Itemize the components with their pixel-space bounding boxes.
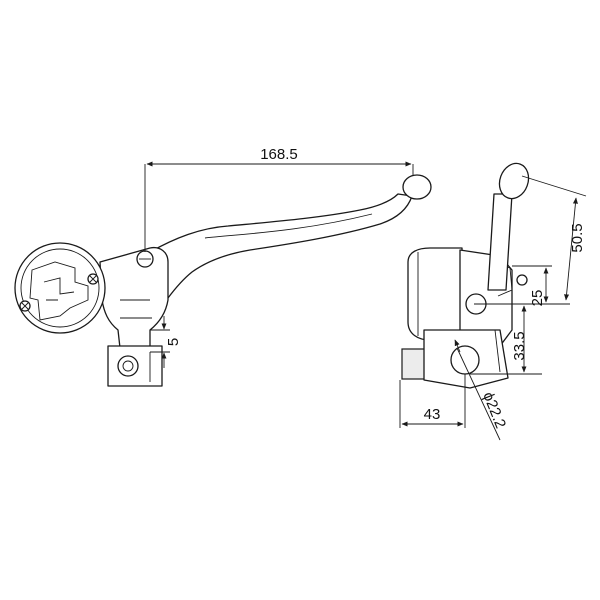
- body-detail-lines: [120, 299, 152, 319]
- clamp-bolt: [117, 355, 139, 377]
- cap-screw-right-cross: [89, 275, 97, 283]
- dim-line-lever-height: [564, 197, 578, 301]
- cap-screw-left-cross: [21, 302, 29, 310]
- clamp-bolt-inner: [122, 360, 134, 372]
- side-screw: [516, 274, 528, 286]
- dim-label-bar-depth: 43: [424, 406, 441, 423]
- dim-label-lever-length: 168.5: [260, 146, 298, 163]
- reservoir-cap-inner: [20, 248, 100, 328]
- dim-label-pivot-upper: 25: [529, 290, 546, 307]
- side-clamp-seam: [494, 329, 501, 373]
- side-reservoir: [407, 247, 463, 341]
- reservoir-logo-detail: [43, 277, 75, 301]
- dim-extension-50-top: [521, 175, 587, 197]
- lever-blade: [149, 193, 413, 301]
- handlebar-section: [450, 345, 480, 375]
- dim-label-lever-height: 50.5: [569, 223, 586, 252]
- dim-leader-arrow: [454, 339, 461, 353]
- side-clamp-left: [401, 348, 427, 380]
- dim-leader-bar-diameter: [456, 347, 501, 441]
- lever-ball-end: [402, 174, 432, 200]
- side-view: 50.5 25 33.5 43 ϕ22.2: [399, 162, 587, 441]
- dim-label-clamp-offset: 5: [165, 338, 182, 346]
- dim-label-bar-diameter: ϕ22.2: [479, 390, 509, 431]
- dim-label-pivot-lower: 33.5: [511, 331, 528, 360]
- reservoir-logo: [29, 261, 89, 321]
- side-lever-ball: [498, 162, 530, 200]
- front-view: 168.5 5: [14, 146, 432, 387]
- lever-ridge: [204, 213, 373, 239]
- master-cylinder-body: [99, 246, 169, 349]
